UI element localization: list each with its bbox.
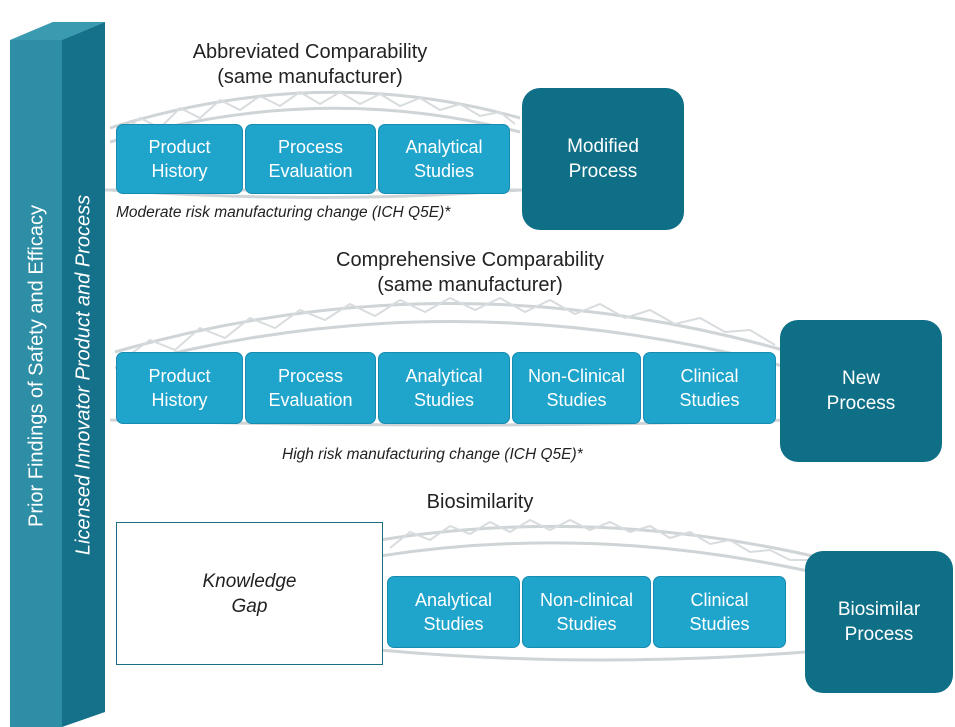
- tier2-step-non-clinical-studies: Non-Clinical Studies: [512, 352, 641, 424]
- tier2-step-process-evaluation: Process Evaluation: [245, 352, 376, 424]
- tier3-step-analytical-studies: Analytical Studies: [387, 576, 520, 648]
- pillar-front-face: [10, 40, 62, 727]
- tier1-step-product-history: Product History: [116, 124, 243, 194]
- tier3-heading-line1: Biosimilarity: [426, 491, 534, 513]
- tier2-step-product-history: Product History: [116, 352, 243, 424]
- tier3-step-clinical-studies: Clinical Studies: [653, 576, 786, 648]
- pillar-side-face: [62, 22, 105, 727]
- pillar-front-label: Prior Findings of Safety and Efficacy: [25, 204, 48, 528]
- tier1-step-analytical-studies: Analytical Studies: [378, 124, 510, 194]
- pillar-side-label: Licensed Innovator Product and Process: [72, 194, 95, 556]
- tier2-heading-line1: Comprehensive Comparability: [336, 249, 604, 271]
- tier3-knowledge-gap: Knowledge Gap: [116, 522, 383, 665]
- tier2-step-analytical-studies: Analytical Studies: [378, 352, 510, 424]
- tier2-heading-line2: (same manufacturer): [377, 274, 563, 296]
- tier1-note: Moderate risk manufacturing change (ICH …: [116, 204, 451, 221]
- tier2-note: High risk manufacturing change (ICH Q5E)…: [282, 446, 583, 463]
- tier1-step-process-evaluation: Process Evaluation: [245, 124, 376, 194]
- tier1-heading: Abbreviated Comparability (same manufact…: [160, 40, 460, 90]
- tier1-outcome-modified-process: Modified Process: [522, 88, 684, 230]
- tier1-heading-line1: Abbreviated Comparability: [192, 41, 428, 63]
- tier2-outcome-new-process: New Process: [780, 320, 942, 462]
- tier2-step-clinical-studies: Clinical Studies: [643, 352, 776, 424]
- tier2-heading: Comprehensive Comparability (same manufa…: [310, 248, 630, 298]
- tier3-step-non-clinical-studies: Non-clinical Studies: [522, 576, 651, 648]
- tier1-heading-line2: (same manufacturer): [217, 66, 403, 88]
- tier3-outcome-biosimilar-process: Biosimilar Process: [805, 551, 953, 693]
- tier3-heading: Biosimilarity: [380, 490, 580, 515]
